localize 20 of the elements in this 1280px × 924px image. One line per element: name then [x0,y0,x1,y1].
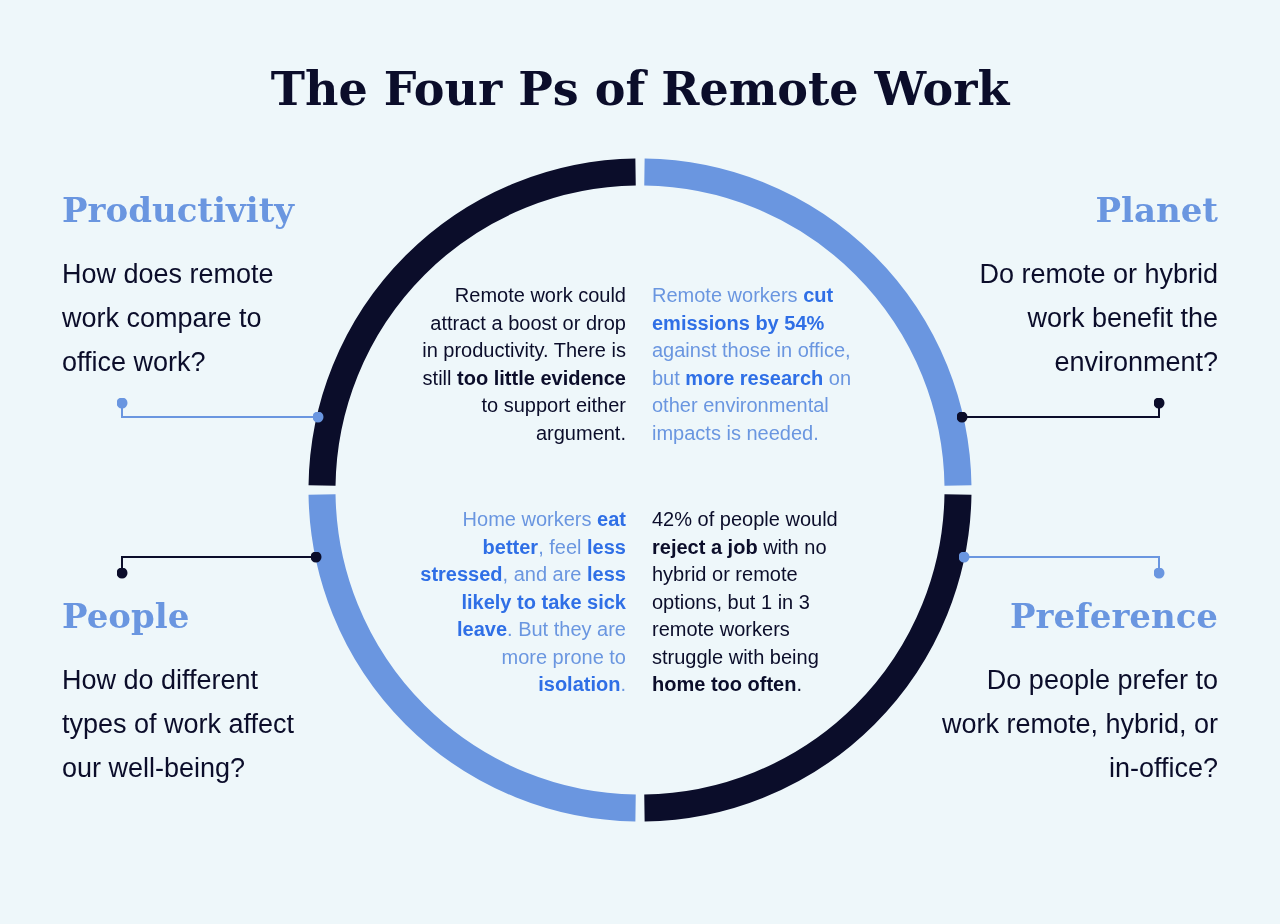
fact-text: Home workers eat better, feel less stressed, and are less likely to take sick leave. But they are more prone to isolation. [419,507,626,697]
heading: Preference [1010,596,1218,636]
question-text: How does remote work compare to office work? [62,258,275,379]
fact-text: Remote work could attract a boost or drop in productivity. There is still too little evidence to support either argument. [421,283,626,446]
leader-line [958,551,1165,579]
heading: Planet [1095,190,1218,230]
ring-segment [643,158,972,487]
question-text: Do people prefer to work remote, hybrid, or in-office? [940,664,1218,785]
question-text: How do different types of work affect our well-being? [62,664,296,785]
fact-text: 42% of people would reject a job with no hybrid or remote options, but 1 in 3 remote workers struggle with being home too often. [652,507,839,697]
ring-segment [308,493,637,822]
ring-segment [308,158,637,487]
leader-line [956,397,1165,423]
heading: Productivity [62,190,295,230]
heading: People [62,596,190,636]
title: The Four Ps of Remote Work [270,62,1010,116]
leader-line [116,397,324,423]
fact-text: Remote workers cut emissions by 54% against those in office, but more research on other environmental impacts is needed. [652,283,853,446]
leader-line [116,551,322,579]
question-text: Do remote or hybrid work benefit the environment? [978,258,1218,379]
